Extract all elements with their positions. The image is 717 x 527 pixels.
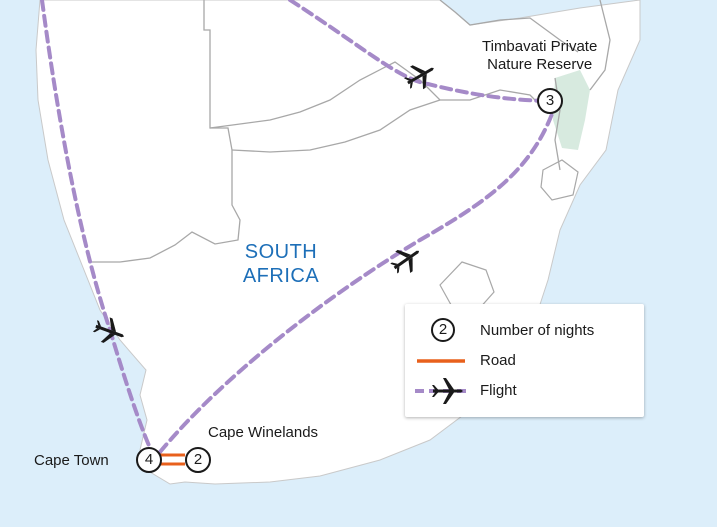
legend-nights-marker: 2	[431, 318, 455, 342]
nights-marker-cape-winelands: 2	[185, 447, 211, 473]
flight-route-cape-town-to-timbavati	[158, 112, 554, 454]
legend-row-nights: 2 Number of nights	[405, 318, 644, 344]
flight-route-north-to-timbavati	[288, 0, 550, 103]
plane-icon	[432, 378, 463, 404]
legend-road-label: Road	[480, 352, 516, 369]
legend-nights-label: Number of nights	[480, 322, 595, 339]
place-label-cape-winelands: Cape Winelands	[208, 424, 319, 441]
timbavati-reserve-area	[553, 70, 590, 150]
country-label-line1: SOUTH	[244, 241, 318, 263]
flight-route-north-to-cape-town	[40, 0, 152, 450]
place-label-timbavati-line1: Timbavati Private	[482, 38, 598, 55]
plane-icon	[390, 249, 420, 274]
road	[160, 453, 185, 466]
plane-icon	[404, 65, 434, 90]
map-legend: 2 Number of nights Road Flight	[405, 304, 644, 417]
place-label-cape-town: Cape Town	[34, 452, 109, 469]
legend-row-road: Road	[405, 348, 644, 374]
nights-marker-timbavati: 3	[537, 88, 563, 114]
place-label-timbavati: Timbavati Private Nature Reserve	[482, 38, 597, 74]
legend-road-swatch	[417, 359, 465, 363]
eswatini	[540, 159, 579, 201]
flight-routes	[40, 0, 554, 454]
nights-marker-cape-town: 4	[136, 447, 162, 473]
legend-row-flight: Flight	[405, 378, 644, 404]
country-label-line2: AFRICA	[242, 265, 320, 287]
legend-flight-swatch	[415, 378, 469, 404]
country-borders	[92, 0, 611, 263]
place-label-timbavati-line2: Nature Reserve	[487, 56, 593, 73]
plane-icon	[92, 317, 125, 343]
country-label-south-africa: SOUTH AFRICA	[226, 240, 336, 288]
legend-flight-label: Flight	[480, 382, 517, 399]
